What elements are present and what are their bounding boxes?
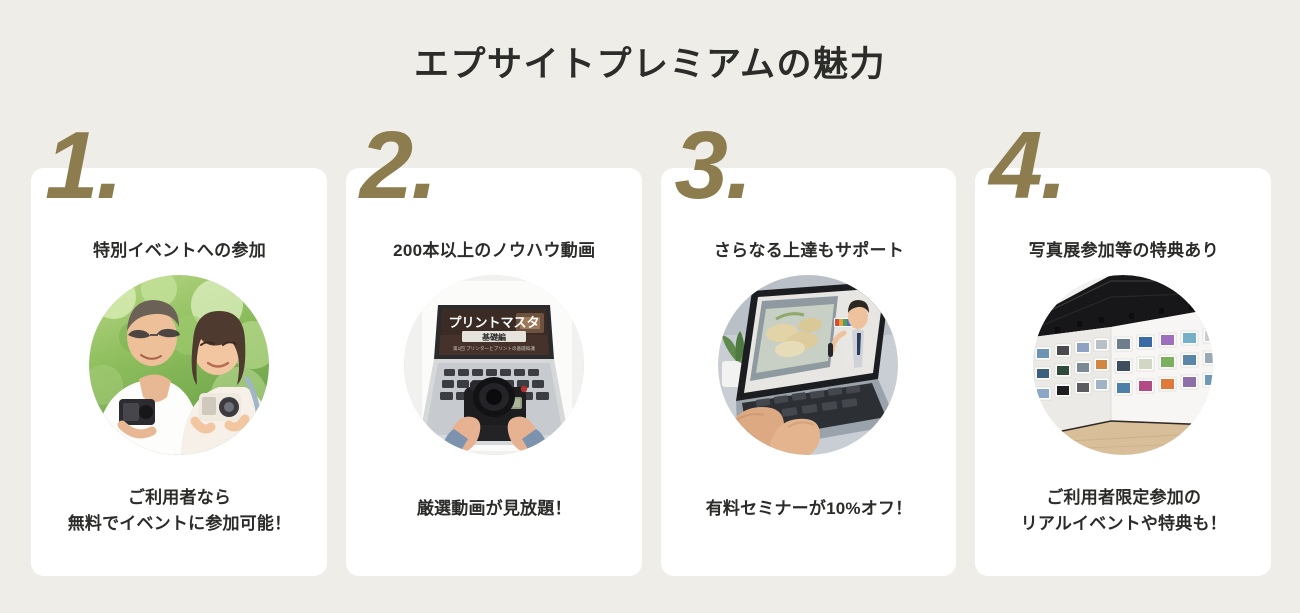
- svg-text:プリントマスタ: プリントマスタ: [448, 315, 539, 330]
- laptop-tutorial-video-photo: プリントマスタ 基礎編 第1回 プリンターとプリントの基礎知識: [403, 275, 584, 455]
- card-photo-4: [1033, 275, 1214, 455]
- card-number-1: 1.: [45, 112, 123, 219]
- card-number-4: 4.: [989, 112, 1067, 219]
- benefit-card-list: 1. 特別イベントへの参加: [31, 118, 1271, 576]
- card-photo-1: [88, 275, 269, 455]
- card-heading-1: 特別イベントへの参加: [93, 241, 266, 260]
- svg-text:基礎編: 基礎編: [481, 332, 506, 342]
- card-caption-3: 有料セミナーが10%オフ！: [705, 499, 913, 518]
- card-heading-3: さらなる上達もサポート: [713, 241, 905, 260]
- card-photo-3: [718, 275, 899, 455]
- svg-text:第1回 プリンターとプリントの基礎知識: 第1回 プリンターとプリントの基礎知識: [453, 345, 535, 352]
- card-caption-1: ご利用者なら 無料でイベントに参加可能！: [67, 488, 292, 534]
- online-seminar-photo: [718, 275, 899, 455]
- photo-exhibition-gallery-photo: [1033, 275, 1214, 455]
- benefit-card-3[interactable]: 3. さらなる上達もサポート: [660, 118, 957, 576]
- page-title: エプサイトプレミアムの魅力: [413, 45, 887, 84]
- card-caption-4: ご利用者限定参加の リアルイベントや特典も！: [1020, 488, 1227, 534]
- couple-with-cameras-photo: [88, 275, 269, 455]
- benefit-card-2[interactable]: 2. 200本以上のノウハウ動画: [345, 118, 642, 576]
- benefit-card-4[interactable]: 4. 写真展参加等の特典あり: [975, 118, 1271, 576]
- card-caption-2: 厳選動画が見放題！: [416, 499, 572, 518]
- card-number-2: 2.: [359, 112, 438, 219]
- card-heading-4: 写真展参加等の特典あり: [1028, 241, 1219, 260]
- benefit-card-1[interactable]: 1. 特別イベントへの参加: [31, 118, 327, 576]
- card-heading-2: 200本以上のノウハウ動画: [393, 241, 596, 260]
- card-number-3: 3.: [674, 112, 753, 219]
- card-photo-2: プリントマスタ 基礎編 第1回 プリンターとプリントの基礎知識: [403, 275, 584, 455]
